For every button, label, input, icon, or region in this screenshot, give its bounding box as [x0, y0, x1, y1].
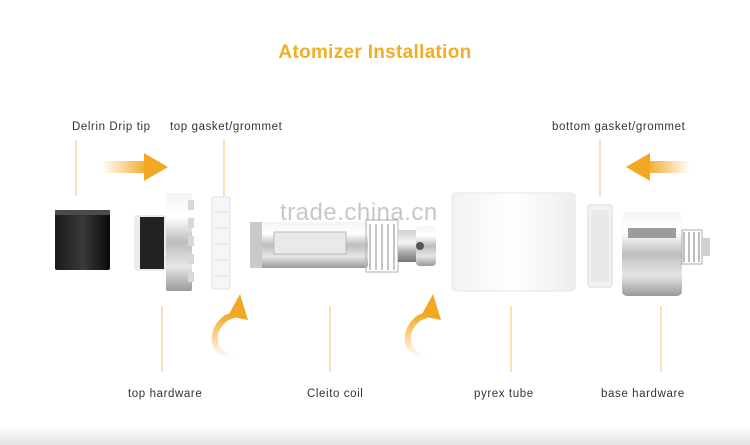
- curved-arrow-up-icon: [404, 294, 441, 361]
- diagram-title: Atomizer Installation: [278, 42, 472, 63]
- arrow-right-icon: [102, 153, 168, 181]
- label-delrin-drip-tip: Delrin Drip tip: [72, 121, 151, 133]
- label-bottom-gasket: bottom gasket/grommet: [552, 121, 686, 133]
- label-pyrex-tube: pyrex tube: [474, 388, 534, 400]
- delrin-drip-tip-part: [55, 210, 110, 270]
- curved-arrow-up-icon: [211, 294, 248, 361]
- guide-lines: [75, 140, 662, 372]
- label-top-hardware: top hardware: [128, 388, 203, 400]
- top-gasket-part: [211, 196, 231, 290]
- watermark: trade.china.cn: [280, 199, 438, 226]
- label-base-hardware: base hardware: [601, 388, 685, 400]
- arrow-left-icon: [626, 153, 690, 181]
- label-top-gasket: top gasket/grommet: [170, 121, 283, 133]
- bottom-gasket-part: [587, 204, 613, 288]
- label-cleito-coil: Cleito coil: [307, 388, 364, 400]
- top-hardware-part: [134, 193, 194, 291]
- cleito-coil-part: [250, 219, 436, 273]
- footer-shadow: [0, 425, 750, 445]
- pyrex-tube-part: [451, 192, 576, 292]
- base-hardware-part: [622, 212, 710, 296]
